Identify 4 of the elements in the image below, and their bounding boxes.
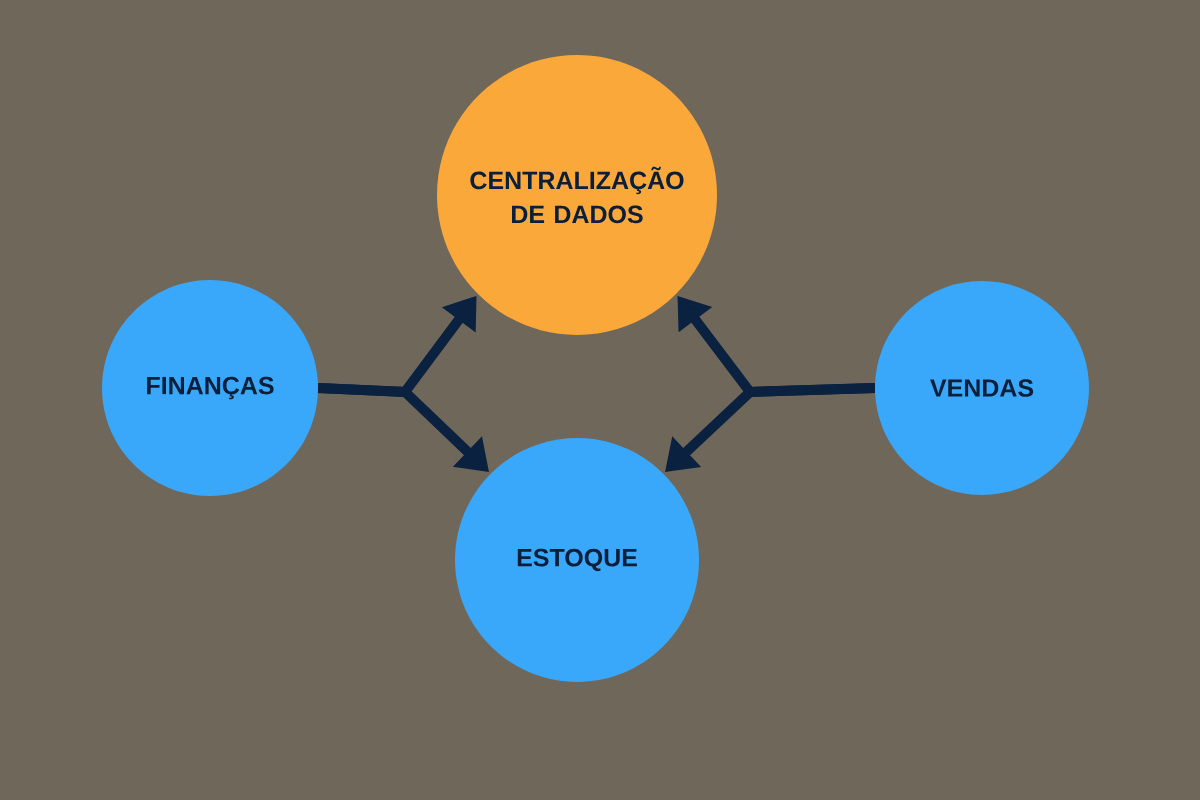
circle-node: CENTRALIZAÇÃO DE DADOS — [437, 55, 717, 335]
circle-node: ESTOQUE — [455, 438, 699, 682]
circle-node: VENDAS — [875, 281, 1089, 495]
circle-node: FINANÇAS — [102, 280, 318, 496]
